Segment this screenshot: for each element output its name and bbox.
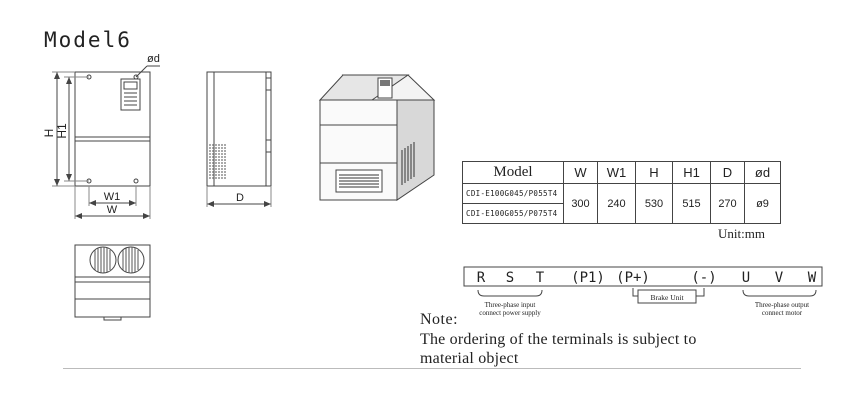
terminal-r: R xyxy=(477,270,486,286)
terminal-minus: (-) xyxy=(691,270,716,286)
isometric-vents xyxy=(339,142,415,188)
brake-unit-label: Brake Unit xyxy=(650,293,684,302)
terminal-strip-box xyxy=(463,266,823,287)
header-model: Model xyxy=(462,161,564,184)
input-note-line1: Three-phase input xyxy=(485,301,536,309)
front-view xyxy=(52,65,160,219)
value-h: 530 xyxy=(635,183,673,224)
output-note-line2: connect motor xyxy=(762,309,803,317)
depth-dim-label: D xyxy=(236,192,244,204)
note-label: Note: xyxy=(420,311,459,328)
model-name-2: CDI-E100G055/P075T4 xyxy=(462,203,564,224)
bottom-fan-grilles xyxy=(94,247,139,273)
output-bracket xyxy=(742,289,817,297)
hole-dim-label: ød xyxy=(147,53,160,65)
spec-table-header-row: Model W W1 H H1 D ød xyxy=(462,161,781,184)
model-title: Model6 xyxy=(44,28,132,52)
side-view-arrows xyxy=(207,201,271,207)
terminal-u: U xyxy=(742,270,750,286)
input-note-line2: connect power supply xyxy=(479,309,541,317)
output-note-line1: Three-phase output xyxy=(755,301,809,309)
terminal-v: V xyxy=(775,270,784,286)
bottom-divider xyxy=(63,368,801,369)
table-row: CDI-E100G045/P055T4 300 240 530 515 270 … xyxy=(462,183,781,224)
note-text: The ordering of the terminals is subject… xyxy=(420,331,697,367)
terminal-p-plus: (P+) xyxy=(616,270,650,286)
height1-dim-label: H1 xyxy=(55,123,69,139)
value-h1: 515 xyxy=(672,183,711,224)
value-hole: ø9 xyxy=(744,183,781,224)
value-w1: 240 xyxy=(597,183,636,224)
terminal-w: W xyxy=(808,270,817,286)
header-w1: W1 xyxy=(597,161,636,184)
terminal-s: S xyxy=(506,270,514,286)
terminal-t: T xyxy=(536,270,545,286)
width1-dim-label: W1 xyxy=(104,191,121,203)
side-view xyxy=(206,71,272,207)
front-view-arrows xyxy=(54,72,150,219)
unit-label: Unit:mm xyxy=(718,226,765,241)
table-row: CDI-E100G055/P075T4 xyxy=(462,203,781,224)
terminal-p1: (P1) xyxy=(571,270,605,286)
header-w: W xyxy=(563,161,598,184)
height-dim-label: H xyxy=(42,129,56,138)
side-vent xyxy=(209,144,227,179)
input-bracket xyxy=(477,289,543,297)
brake-unit-box xyxy=(637,289,697,304)
spec-table: Model W W1 H H1 D ød CDI-E100G045/P055T4… xyxy=(462,161,781,224)
width-dim-label: W xyxy=(107,204,118,216)
bottom-view xyxy=(74,244,151,321)
